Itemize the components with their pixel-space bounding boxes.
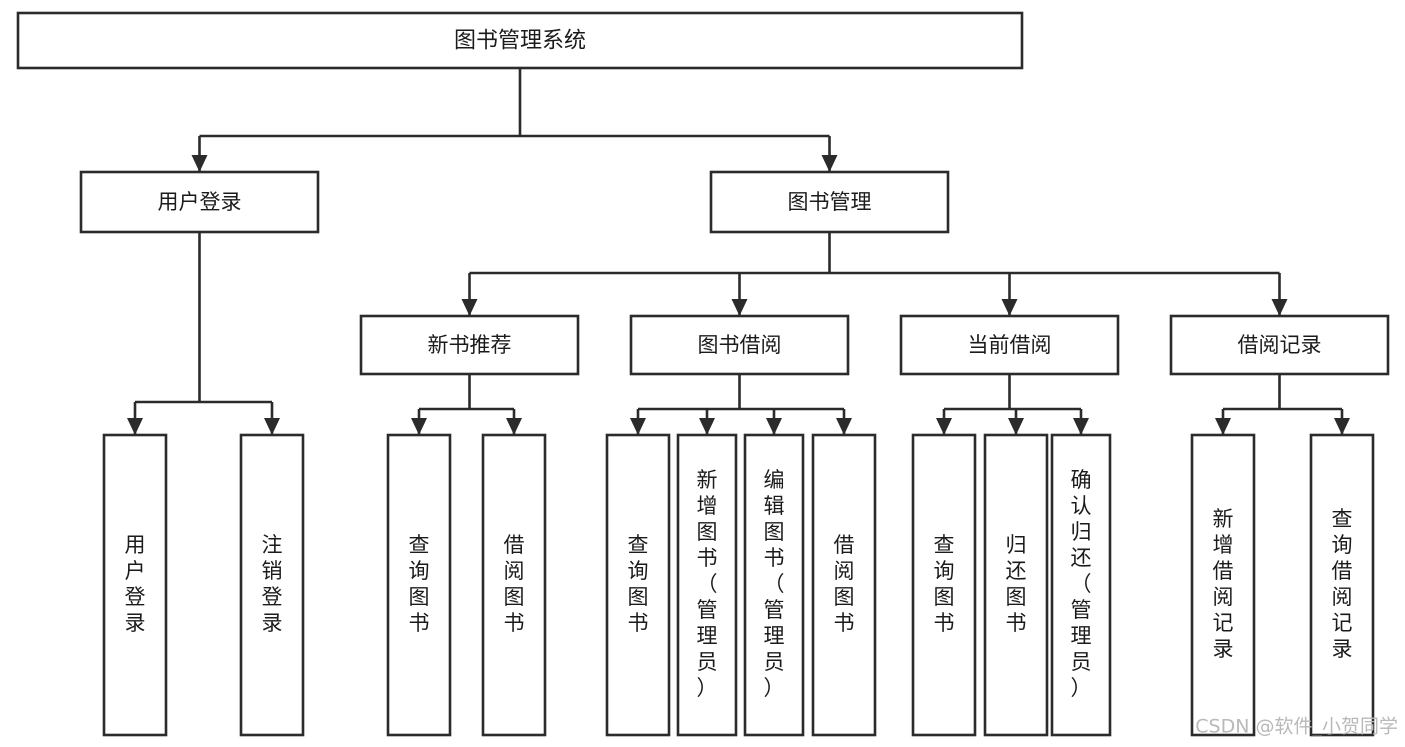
node-current-borrow[interactable]: 当前借阅 [899, 314, 1120, 376]
node-leaf-query-book-1[interactable]: 查询图书 [386, 433, 452, 737]
node-label-leaf-user-logout: 注销登录 [262, 533, 283, 635]
arrow-down-icon-borrow-record [1271, 299, 1288, 316]
arrow-down-icon-leaf-query-book-2 [630, 418, 646, 435]
arrow-down-icon-current-borrow [1001, 299, 1018, 316]
arrow-down-icon-leaf-add-record [1215, 418, 1231, 435]
node-leaf-add-book[interactable]: 新增图书（管理员） [676, 433, 738, 737]
node-box-leaf-return-book [983, 433, 1049, 737]
node-box-leaf-edit-book [743, 433, 805, 737]
node-label-leaf-add-record: 新增借阅记录 [1213, 507, 1234, 661]
arrow-down-icon-leaf-query-record [1334, 418, 1350, 435]
node-leaf-add-record[interactable]: 新增借阅记录 [1190, 433, 1256, 737]
node-leaf-user-logout[interactable]: 注销登录 [239, 433, 305, 737]
node-new-book-rec[interactable]: 新书推荐 [359, 314, 580, 376]
node-box-leaf-query-book-3 [911, 433, 977, 737]
node-boxes: 图书管理系统用户登录图书管理新书推荐图书借阅当前借阅借阅记录用户登录注销登录查询… [16, 11, 1390, 737]
arrow-down-icon-leaf-return-book [1008, 418, 1024, 435]
arrow-down-icon-new-book-rec [461, 299, 478, 316]
arrow-down-icon-leaf-query-book-1 [411, 418, 427, 435]
node-label-leaf-query-book-2: 查询图书 [628, 533, 649, 635]
node-leaf-query-book-3[interactable]: 查询图书 [911, 433, 977, 737]
node-box-leaf-user-login [102, 433, 168, 737]
node-box-leaf-query-book-2 [605, 433, 671, 737]
arrow-down-icon-leaf-user-login [127, 418, 143, 435]
arrow-down-icon-leaf-edit-book [766, 418, 782, 435]
node-box-leaf-confirm-return [1050, 433, 1112, 737]
connector-lines [127, 68, 1350, 435]
node-box-borrow-record [1169, 314, 1390, 376]
node-leaf-query-record[interactable]: 查询借阅记录 [1309, 433, 1375, 737]
arrow-down-icon-leaf-add-book [699, 418, 715, 435]
node-label-leaf-confirm-return: 确认归还（管理员） [1071, 468, 1092, 700]
node-user-login[interactable]: 用户登录 [79, 170, 320, 234]
arrow-down-icon-user-login [191, 155, 208, 172]
node-label-leaf-user-login: 用户登录 [125, 533, 146, 635]
node-leaf-user-login[interactable]: 用户登录 [102, 433, 168, 737]
node-box-new-book-rec [359, 314, 580, 376]
node-root[interactable]: 图书管理系统 [16, 11, 1024, 70]
csdn-watermark: CSDN @软件_小贺同学 [1195, 716, 1398, 738]
node-box-book-borrow [629, 314, 850, 376]
node-label-new-book-rec: 新书推荐 [428, 333, 512, 357]
node-label-leaf-borrow-book-1: 借阅图书 [504, 533, 525, 635]
arrow-down-icon-leaf-borrow-book-1 [506, 418, 522, 435]
node-label-current-borrow: 当前借阅 [968, 333, 1052, 357]
arrow-down-icon-leaf-confirm-return [1073, 418, 1089, 435]
node-label-leaf-query-book-1: 查询图书 [409, 533, 430, 635]
node-box-leaf-user-logout [239, 433, 305, 737]
node-borrow-record[interactable]: 借阅记录 [1169, 314, 1390, 376]
node-label-root: 图书管理系统 [454, 29, 586, 54]
node-label-leaf-return-book: 归还图书 [1006, 533, 1027, 635]
node-label-borrow-record: 借阅记录 [1238, 333, 1322, 357]
node-box-leaf-add-record [1190, 433, 1256, 737]
node-label-book-borrow: 图书借阅 [698, 333, 782, 357]
node-leaf-edit-book[interactable]: 编辑图书（管理员） [743, 433, 805, 737]
node-label-leaf-borrow-book-2: 借阅图书 [834, 533, 855, 635]
node-leaf-borrow-book-1[interactable]: 借阅图书 [481, 433, 547, 737]
node-label-user-login: 用户登录 [158, 190, 242, 214]
node-leaf-borrow-book-2[interactable]: 借阅图书 [811, 433, 877, 737]
node-box-leaf-borrow-book-1 [481, 433, 547, 737]
node-label-leaf-add-book: 新增图书（管理员） [697, 468, 718, 700]
node-label-book-manage: 图书管理 [788, 190, 872, 214]
arrow-down-icon-leaf-query-book-3 [936, 418, 952, 435]
node-box-user-login [79, 170, 320, 234]
node-label-leaf-query-record: 查询借阅记录 [1332, 507, 1353, 661]
node-book-manage[interactable]: 图书管理 [709, 170, 950, 234]
arrow-down-icon-leaf-user-logout [264, 418, 280, 435]
node-leaf-query-book-2[interactable]: 查询图书 [605, 433, 671, 737]
arrow-down-icon-book-borrow [731, 299, 748, 316]
node-box-leaf-query-record [1309, 433, 1375, 737]
arrow-down-icon-book-manage [821, 155, 838, 172]
node-leaf-confirm-return[interactable]: 确认归还（管理员） [1050, 433, 1112, 737]
node-box-current-borrow [899, 314, 1120, 376]
node-box-leaf-query-book-1 [386, 433, 452, 737]
node-box-leaf-add-book [676, 433, 738, 737]
node-book-borrow[interactable]: 图书借阅 [629, 314, 850, 376]
node-label-leaf-query-book-3: 查询图书 [934, 533, 955, 635]
node-box-leaf-borrow-book-2 [811, 433, 877, 737]
node-label-leaf-edit-book: 编辑图书（管理员） [764, 468, 785, 700]
node-box-book-manage [709, 170, 950, 234]
node-leaf-return-book[interactable]: 归还图书 [983, 433, 1049, 737]
node-box-root [16, 11, 1024, 70]
arrow-down-icon-leaf-borrow-book-2 [836, 418, 852, 435]
